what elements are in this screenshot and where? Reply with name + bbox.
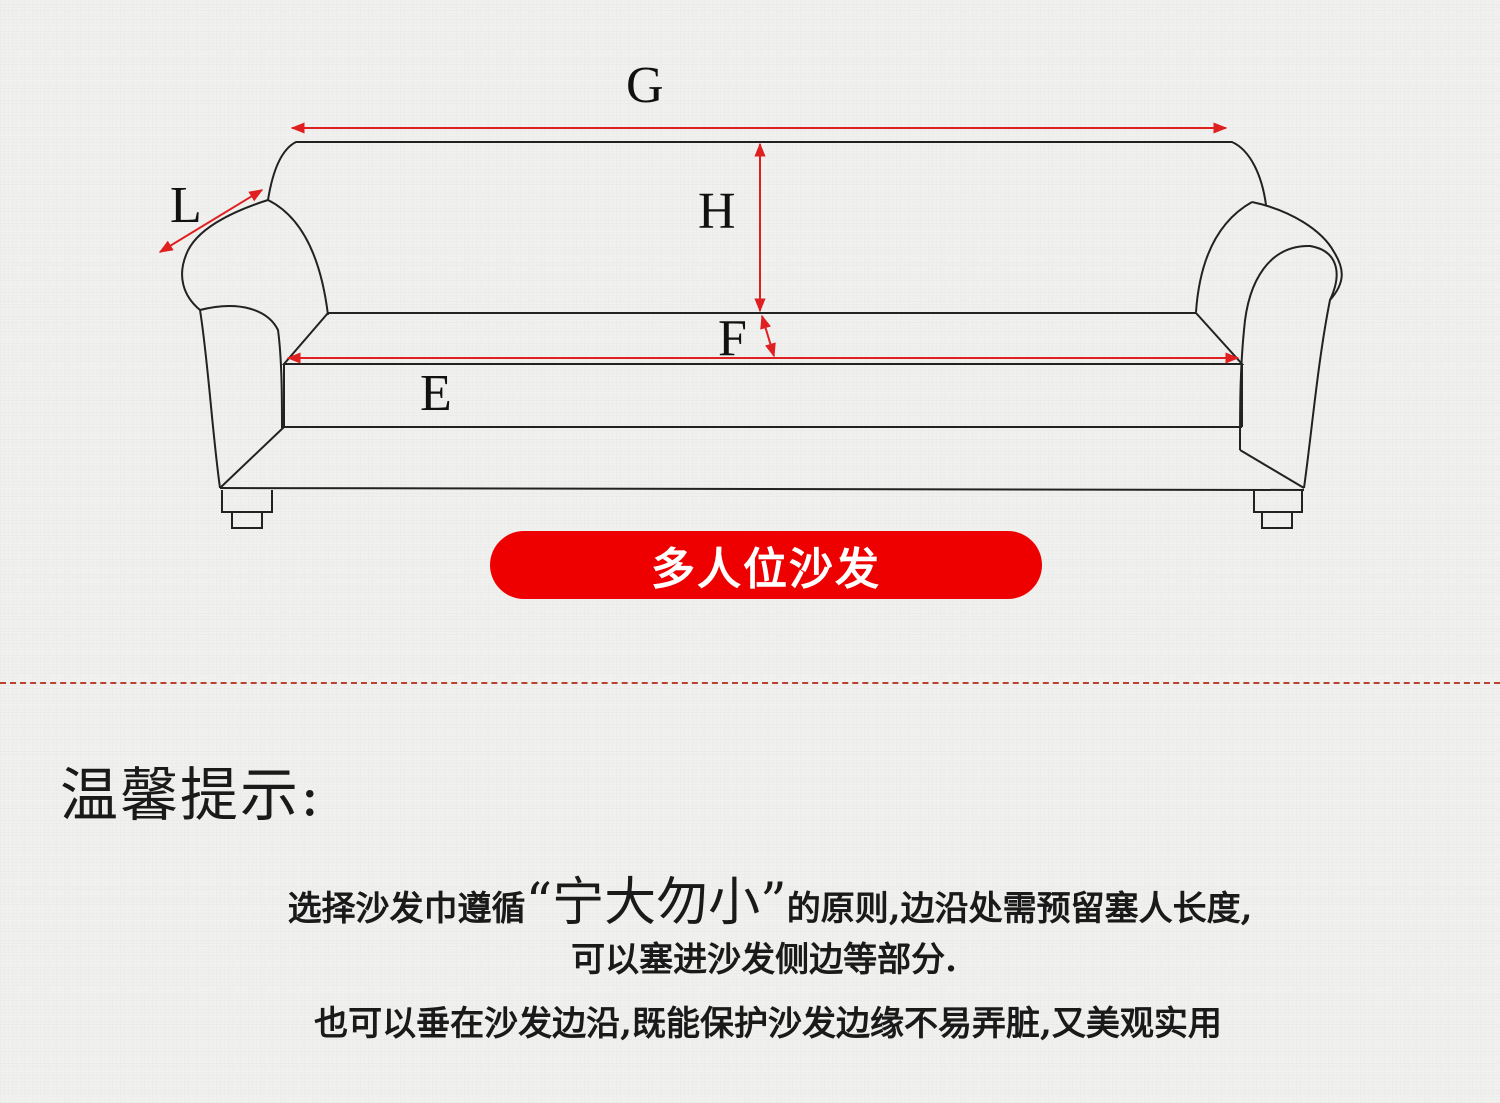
sofa-type-banner: 多人位沙发 [490,531,1042,599]
dashed-divider [0,682,1500,684]
tip-line-1-pre: 选择沙发巾遵循 [287,889,526,929]
label-h: H [698,183,736,240]
label-l: L [170,177,202,234]
sofa-type-title: 多人位沙发 [651,544,881,595]
tip-quote: “宁大勿小” [525,873,787,933]
sofa-dimension-diagram: G H L F E [158,57,1343,529]
arrow-f [760,314,776,358]
label-g: G [626,57,664,114]
label-e: E [420,365,452,422]
dimension-arrows [158,122,1240,364]
tip-line-1-post: 的原则,边沿处需预留塞人长度, [786,889,1253,929]
tips-heading: 温馨提示: [60,761,322,829]
tip-line-2: 可以塞进沙发侧边等部分. [571,940,957,980]
arrow-l [158,189,264,253]
sofa-outline [181,141,1343,529]
tip-line-1: 选择沙发巾遵循“宁大勿小”的原则,边沿处需预留塞人长度, [0,860,1500,935]
tip-line-3: 也可以垂在沙发边沿,既能保护沙发边缘不易弄脏,又美观实用 [314,1004,1222,1044]
label-f: F [718,310,747,367]
